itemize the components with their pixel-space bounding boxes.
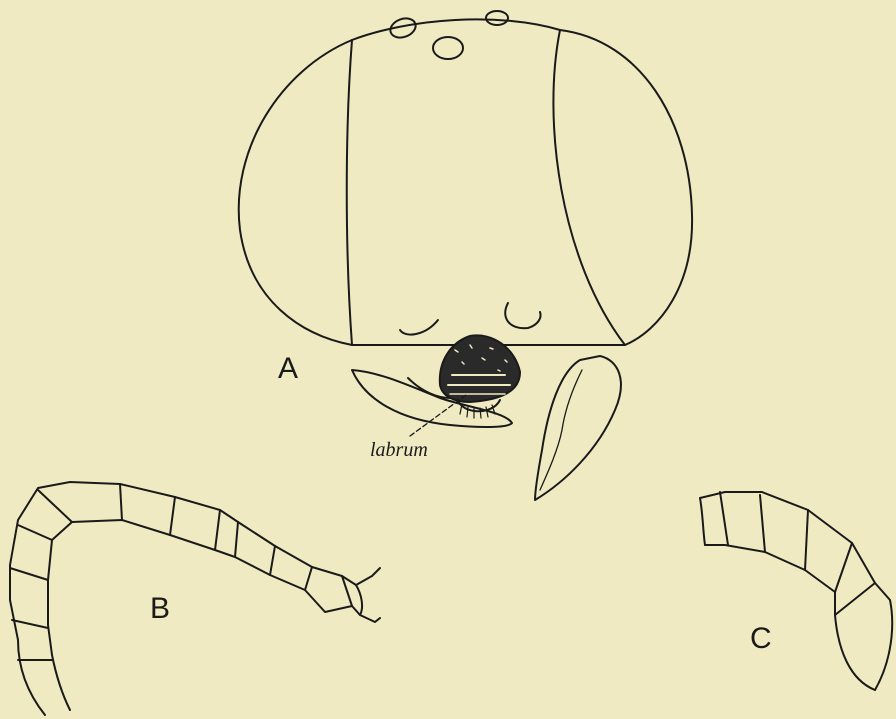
left-compound-eye	[347, 40, 352, 345]
antenna-b-inner-edge	[48, 520, 380, 710]
panel-label-a: A	[278, 352, 298, 385]
ocellus-right	[486, 11, 508, 25]
antennal-socket-right	[505, 303, 540, 328]
labrum-label: labrum	[370, 439, 428, 461]
antenna-b-drawing	[10, 482, 380, 715]
antennal-socket-left	[400, 320, 438, 335]
right-compound-eye	[553, 30, 625, 345]
panel-label-b: B	[150, 592, 170, 625]
labrum-leader-line	[410, 395, 466, 436]
antenna-c-inner-edge	[705, 545, 875, 690]
ocellus-center	[433, 37, 463, 59]
panel-label-c: C	[750, 622, 772, 655]
head-drawing	[239, 11, 692, 500]
antenna-c-outer-edge	[700, 492, 892, 690]
head-outline	[239, 19, 692, 345]
antenna-c-drawing	[700, 492, 892, 690]
